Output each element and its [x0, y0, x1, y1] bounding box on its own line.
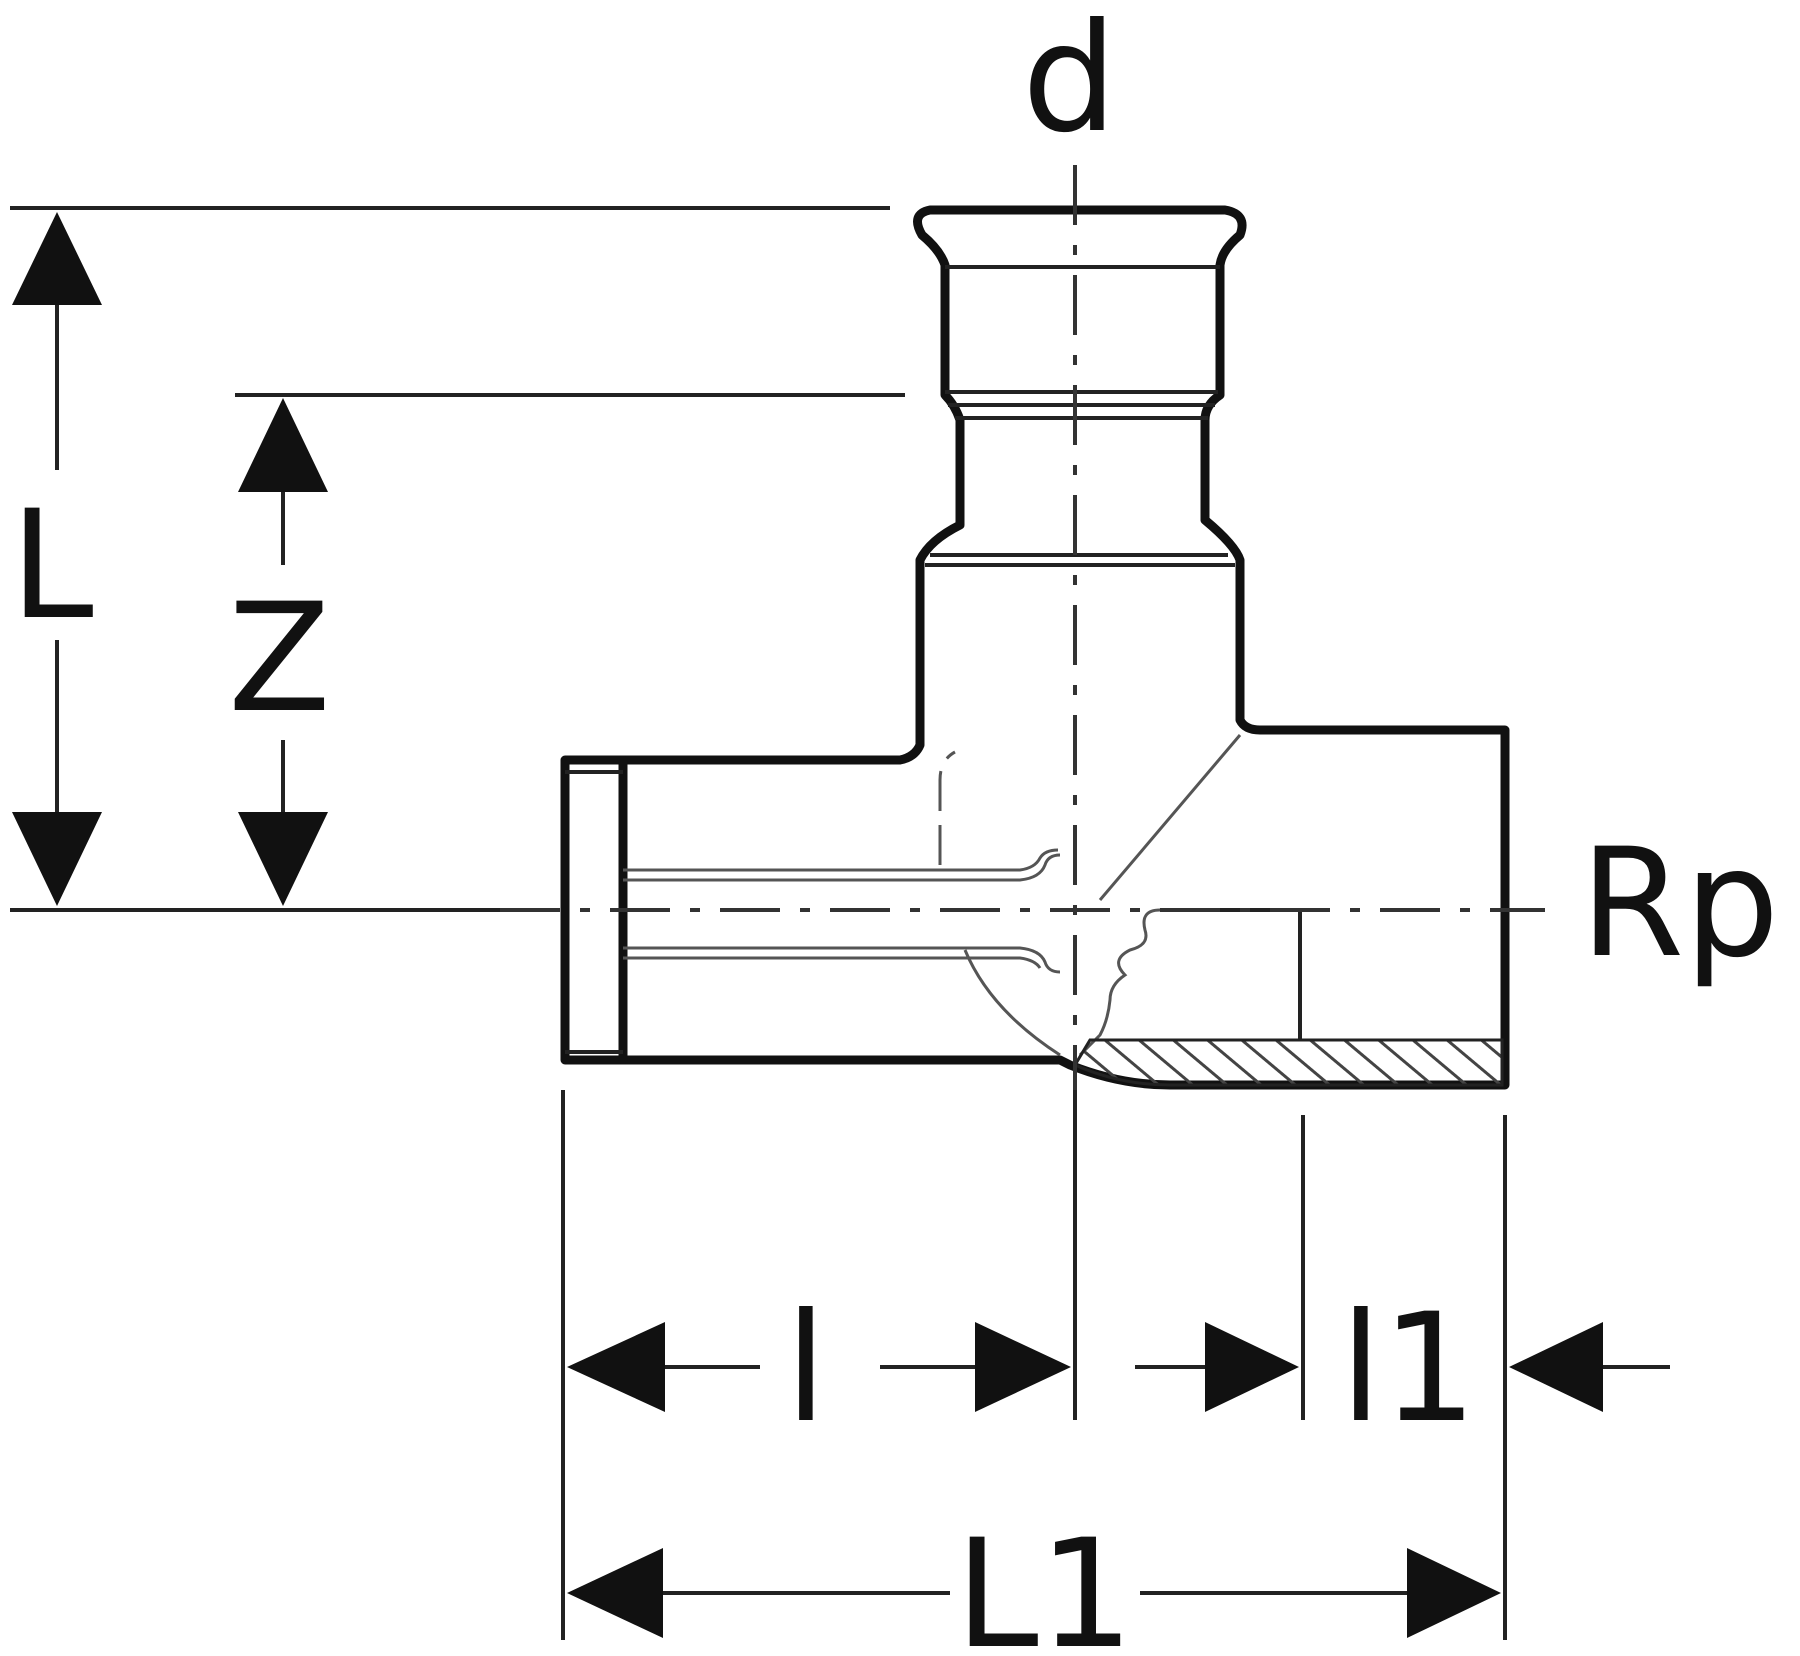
- label-l: l: [785, 1282, 827, 1456]
- branch-inner-bore: [938, 750, 956, 865]
- dimension-Z: Z: [228, 398, 331, 906]
- left-bore-upper: [623, 853, 1061, 882]
- dim-Z-arrow-top: [238, 398, 328, 492]
- dim-L1-arrow-left: [567, 1548, 663, 1638]
- dim-L-arrow-top: [12, 212, 102, 305]
- dim-l-arrow-left: [567, 1322, 665, 1412]
- thread-hatch: [1072, 1038, 1504, 1087]
- dim-Z-arrow-bottom: [238, 812, 328, 906]
- dimension-L1: L1: [567, 1508, 1501, 1656]
- dim-L1-arrow-right: [1407, 1548, 1501, 1638]
- label-Z: Z: [228, 572, 331, 746]
- fitting-body: [560, 205, 1510, 1090]
- dim-l1-arrow-left: [1205, 1322, 1299, 1412]
- thread-break-line: [1078, 908, 1161, 1057]
- dim-l1-arrow-right: [1509, 1322, 1603, 1412]
- center-lines: [500, 165, 1545, 1420]
- label-l1: l1: [1340, 1282, 1477, 1456]
- press-socket-outline: [560, 205, 1510, 1090]
- dim-l-arrow-right: [975, 1322, 1071, 1412]
- left-bore-lower: [623, 946, 1061, 974]
- dimension-L: L: [10, 212, 102, 906]
- extension-lines: [10, 206, 1507, 1640]
- label-d: d: [1022, 0, 1117, 166]
- left-bore-upper-b: [623, 848, 1059, 872]
- dimension-l1: l1: [1135, 1282, 1670, 1456]
- label-L1: L1: [955, 1508, 1134, 1656]
- label-L: L: [10, 479, 94, 653]
- dimension-l: l: [567, 1282, 1071, 1456]
- inner-curve-lower: [963, 949, 1061, 1057]
- label-Rp: Rp: [1580, 817, 1779, 991]
- inner-diagonal: [1098, 734, 1242, 901]
- left-bore-lower-b: [623, 956, 1042, 969]
- dim-L-arrow-bottom: [12, 812, 102, 906]
